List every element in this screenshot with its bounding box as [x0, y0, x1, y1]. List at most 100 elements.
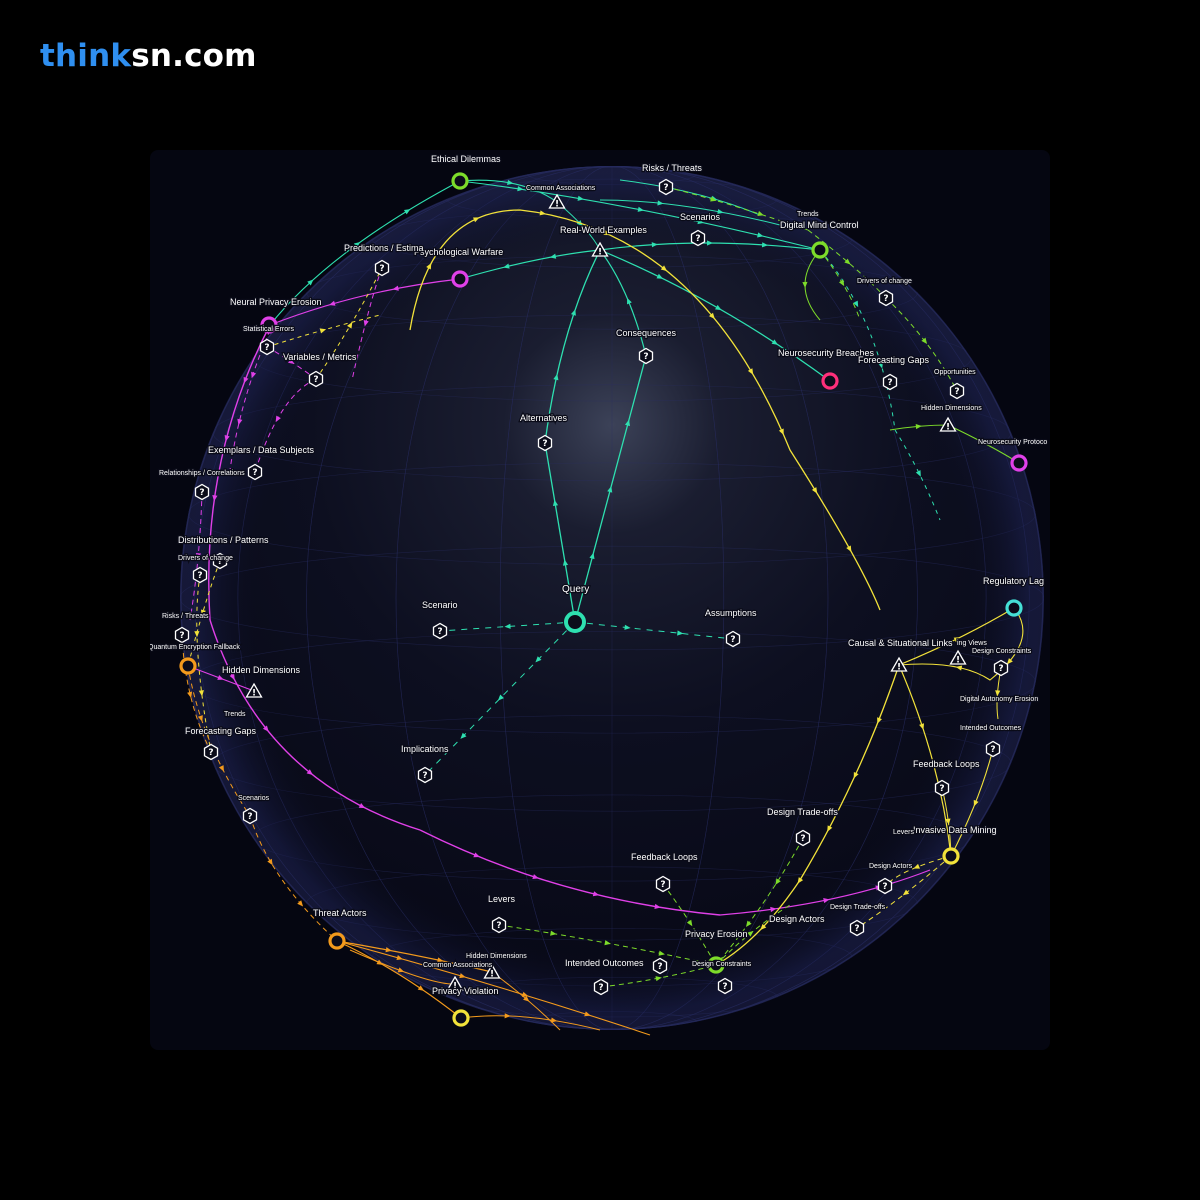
graph-edge	[460, 1015, 601, 1031]
edge-arrow	[197, 715, 203, 722]
node-label: ing Views	[957, 640, 987, 647]
question-hexagon-icon	[849, 919, 865, 937]
node-circle-icon	[451, 172, 469, 190]
node-causal[interactable]: !	[890, 656, 908, 673]
node-intended-bottom[interactable]: ?	[593, 978, 609, 996]
node-predictions[interactable]: ?	[374, 259, 390, 277]
node-consequences[interactable]: ?	[638, 347, 654, 365]
node-neurosec-protocols[interactable]	[1010, 454, 1028, 472]
node-variables[interactable]: ?	[308, 370, 324, 388]
node-ethical[interactable]	[451, 172, 469, 190]
node-digital-mind[interactable]	[811, 241, 829, 259]
node-exemplars[interactable]: ?	[247, 463, 263, 481]
node-scenario[interactable]: ?	[432, 622, 448, 640]
node-label: Privacy Erosion	[685, 929, 748, 939]
node-label: Exemplars / Data Subjects	[208, 445, 315, 455]
node-assumptions[interactable]: ?	[725, 630, 741, 648]
node-design-actors-right[interactable]: ?	[877, 877, 893, 895]
node-invasive[interactable]	[942, 847, 960, 865]
edge-arrow	[363, 320, 369, 327]
node-common-assoc-top[interactable]: !	[548, 193, 566, 210]
question-hexagon-icon	[247, 463, 263, 481]
edge-arrow	[919, 723, 925, 730]
question-mark-glyph: ?	[197, 571, 202, 581]
node-design-constraints-right[interactable]: ?	[993, 659, 1009, 677]
node-label: Causal & Situational Links	[848, 638, 953, 648]
node-hidden-right[interactable]: !	[939, 416, 957, 433]
node-hidden-left[interactable]: !	[245, 682, 263, 699]
node-common-assoc-bottom[interactable]: !	[446, 975, 464, 992]
node-neurosec-breaches[interactable]	[821, 372, 839, 390]
node-circle-icon	[1010, 454, 1028, 472]
question-mark-glyph: ?	[313, 375, 318, 385]
node-levers[interactable]: ?	[491, 916, 507, 934]
graph-edge	[884, 855, 952, 887]
node-risks-left[interactable]: ?	[174, 626, 190, 644]
node-real-world[interactable]: !	[591, 241, 609, 258]
edge-arrow	[775, 878, 781, 885]
edge-arrow	[677, 630, 684, 636]
question-hexagon-icon	[934, 779, 950, 797]
node-quantum[interactable]	[179, 657, 197, 675]
question-mark-glyph: ?	[998, 664, 1003, 674]
node-design-constraints-bottom[interactable]: ?	[652, 957, 668, 975]
node-label: Ethical Dilemmas	[431, 154, 501, 164]
node-drivers-right[interactable]: ?	[878, 289, 894, 307]
question-mark-glyph: ?	[199, 488, 204, 498]
node-label: Trends	[224, 711, 246, 718]
node-feedback-loops[interactable]: ?	[655, 875, 671, 893]
question-hexagon-icon	[993, 659, 1009, 677]
edge-arrow	[715, 304, 722, 311]
node-alternatives[interactable]: ?	[537, 434, 553, 452]
node-forecasting-left[interactable]: ?	[203, 743, 219, 761]
node-design-tradeoffs-right[interactable]: ?	[849, 919, 865, 937]
node-feedback-right[interactable]: ?	[934, 779, 950, 797]
node-psych-warfare[interactable]	[451, 270, 469, 288]
node-label: Consequences	[616, 328, 677, 338]
edge-arrow	[761, 242, 769, 248]
graph-edge	[269, 278, 461, 326]
node-privacy-erosion[interactable]	[707, 956, 725, 974]
edge-arrow	[403, 209, 411, 215]
graph-edge	[336, 940, 651, 1036]
node-regulatory-lag[interactable]	[1005, 599, 1023, 617]
node-neural-privacy[interactable]	[260, 316, 278, 334]
edge-arrow	[953, 637, 961, 643]
node-stat-errors[interactable]: ?	[259, 338, 275, 356]
edge-arrow	[329, 300, 336, 306]
question-mark-glyph: ?	[598, 983, 603, 993]
node-opportunities[interactable]: ?	[949, 382, 965, 400]
node-distributions[interactable]: ?	[212, 552, 228, 570]
node-scenarios-left[interactable]: ?	[242, 807, 258, 825]
node-design-actors[interactable]: ?	[717, 977, 733, 995]
edge-arrow	[417, 985, 425, 991]
node-views[interactable]: !	[949, 649, 967, 666]
node-label: Psychological Warfare	[414, 247, 503, 257]
question-mark-glyph: ?	[660, 880, 665, 890]
edge-arrow	[655, 976, 662, 982]
graph-edge	[856, 855, 952, 929]
knowledge-graph-panel[interactable]: ?????!!????????!?????!??!!???????????!! …	[147, 150, 1050, 1050]
graph-edge	[544, 249, 601, 444]
node-risks-top[interactable]: ?	[658, 178, 674, 196]
node-privacy-violation[interactable]	[452, 1009, 470, 1027]
node-forecasting-right[interactable]: ?	[882, 373, 898, 391]
node-design-tradeoffs[interactable]: ?	[795, 829, 811, 847]
edge-arrow	[706, 240, 713, 246]
knowledge-graph-canvas[interactable]: ?????!!????????!?????!??!!???????????!! …	[147, 150, 1050, 1050]
edge-arrow	[532, 874, 539, 880]
graph-edge	[898, 664, 952, 857]
edge-arrow	[980, 439, 987, 445]
node-drivers-left[interactable]: ?	[192, 566, 208, 584]
graph-nodes[interactable]: ?????!!????????!?????!??!!???????????!!	[174, 172, 1028, 1027]
node-threat-actors[interactable]	[328, 932, 346, 950]
edge-arrow	[710, 196, 717, 202]
node-implications[interactable]: ?	[417, 766, 433, 784]
node-scenarios-top[interactable]: ?	[690, 229, 706, 247]
node-relationships[interactable]: ?	[194, 483, 210, 501]
edge-arrow	[853, 771, 859, 779]
node-query[interactable]	[564, 611, 586, 633]
node-hidden-bottom[interactable]: !	[483, 963, 501, 980]
graph-edge	[196, 574, 212, 753]
node-intended-right[interactable]: ?	[985, 740, 1001, 758]
